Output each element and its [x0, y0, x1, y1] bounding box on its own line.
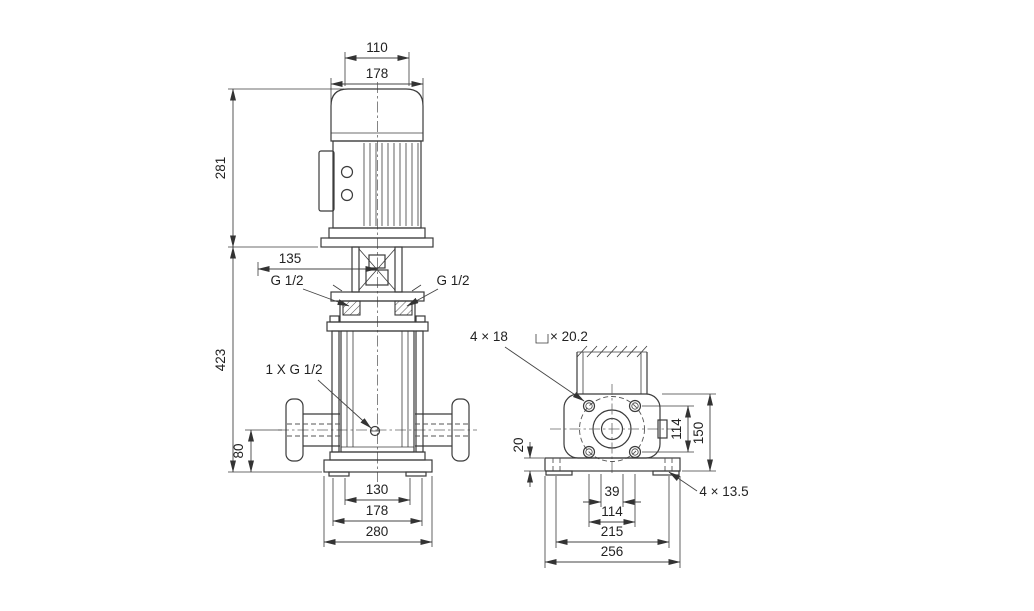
dim-counterbore-label: × 20.2 — [550, 329, 588, 344]
dim-256-label: 256 — [601, 544, 624, 559]
dim-114-horizontal-label: 114 — [601, 504, 623, 519]
dim-20-label: 20 — [511, 437, 526, 452]
dim-280-label: 280 — [366, 524, 389, 539]
dim-base-holes-label: 4 × 13.5 — [699, 484, 748, 499]
drain-plug-label: 1 X G 1/2 — [265, 362, 322, 377]
port-boss-right — [394, 300, 413, 316]
dim-281-label: 281 — [213, 157, 228, 180]
dim-80-label: 80 — [231, 443, 246, 458]
coupling — [351, 246, 403, 293]
dim-150-label: 150 — [691, 422, 706, 445]
dim-135-label: 135 — [279, 251, 302, 266]
discharge-flange — [451, 398, 470, 462]
sleeve-section — [576, 345, 648, 394]
port-g12-right-label: G 1/2 — [436, 273, 469, 288]
base-plate-front — [323, 459, 433, 473]
suction-flange — [285, 398, 304, 462]
dim-114-vertical-label: 114 — [669, 418, 684, 440]
cable-entry-bottom — [340, 188, 354, 202]
pump-base — [285, 398, 470, 477]
dim-178-bottom-label: 178 — [366, 503, 389, 518]
motor — [318, 88, 434, 248]
dim-178-top-label: 178 — [366, 66, 389, 81]
dim-423-label: 423 — [213, 349, 228, 372]
side-dimensions: 4 × 18 × 20.2 20 114 150 39 114 — [470, 329, 749, 568]
terminal-box — [318, 150, 335, 212]
side-boss — [657, 419, 668, 439]
base-plate — [544, 457, 681, 476]
dim-215-label: 215 — [601, 524, 624, 539]
dim-flange-holes-label: 4 × 18 — [470, 329, 508, 344]
flange-face — [550, 384, 674, 476]
dim-39-label: 39 — [604, 484, 619, 499]
side-view: 4 × 18 × 20.2 20 114 150 39 114 — [470, 329, 749, 568]
counterbore-symbol — [535, 334, 549, 344]
front-dimensions: 110 178 281 423 80 135 G 1/2 G 1/2 — [213, 40, 470, 547]
front-view: 110 178 281 423 80 135 G 1/2 G 1/2 — [213, 40, 477, 547]
dim-130-label: 130 — [366, 482, 389, 497]
dim-110-label: 110 — [366, 40, 388, 55]
motor-stool-plate — [320, 237, 434, 248]
port-g12-left-label: G 1/2 — [270, 273, 303, 288]
motor-flange — [328, 227, 426, 239]
port-boss-left — [342, 300, 361, 316]
cable-entry-top — [340, 165, 354, 179]
